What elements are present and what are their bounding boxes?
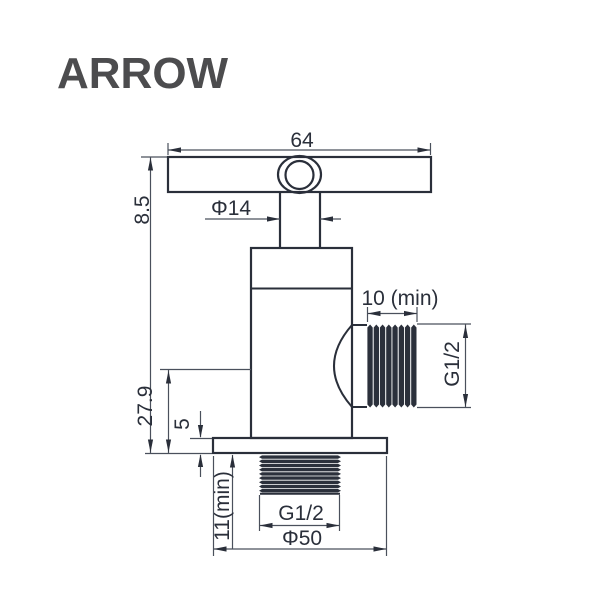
inlet-thread	[259, 455, 341, 495]
side-port-transition-arc	[333, 324, 353, 408]
dim-g12-side: G1/2	[417, 323, 471, 409]
dim-inlet-thread-size-label: G1/2	[278, 502, 324, 525]
dim-base-diameter-label: Φ50	[282, 527, 322, 550]
dim-side-thread-length-label: 10 (min)	[361, 287, 438, 310]
base-plate	[211, 436, 389, 455]
dim-outlet-center-height-label: 27.9	[134, 386, 157, 427]
dim-handle-height-label: 8.5	[131, 195, 154, 224]
dim-handle-width-label: 64	[290, 129, 314, 152]
dim-base-thickness-label: 5	[171, 418, 194, 430]
dimension-lines: 64 Φ14 8.5 27.9	[131, 129, 471, 556]
dim-64: 64	[167, 129, 432, 155]
dim-11min: 11(min)	[211, 454, 236, 549]
side-thread	[367, 324, 417, 408]
handle-boss-inner	[284, 159, 315, 191]
brand-logo: ARROW	[57, 49, 229, 98]
dim-10min: 10 (min)	[361, 287, 439, 322]
dim-phi14: Φ14	[205, 197, 341, 222]
dim-stem-diameter-label: Φ14	[211, 197, 251, 220]
dim-g12-bottom: G1/2	[258, 495, 341, 531]
valve-body	[249, 246, 354, 440]
valve-outline	[166, 154, 433, 495]
dim-5: 5	[171, 411, 212, 477]
dim-phi50: Φ50	[212, 456, 388, 556]
dim-side-thread-size-label: G1/2	[441, 341, 464, 387]
dim-inlet-thread-length-label: 11(min)	[211, 471, 234, 541]
handle-boss-outer	[276, 154, 323, 195]
dim-left-heights: 8.5 27.9	[131, 156, 251, 455]
handle-bar	[166, 155, 433, 194]
